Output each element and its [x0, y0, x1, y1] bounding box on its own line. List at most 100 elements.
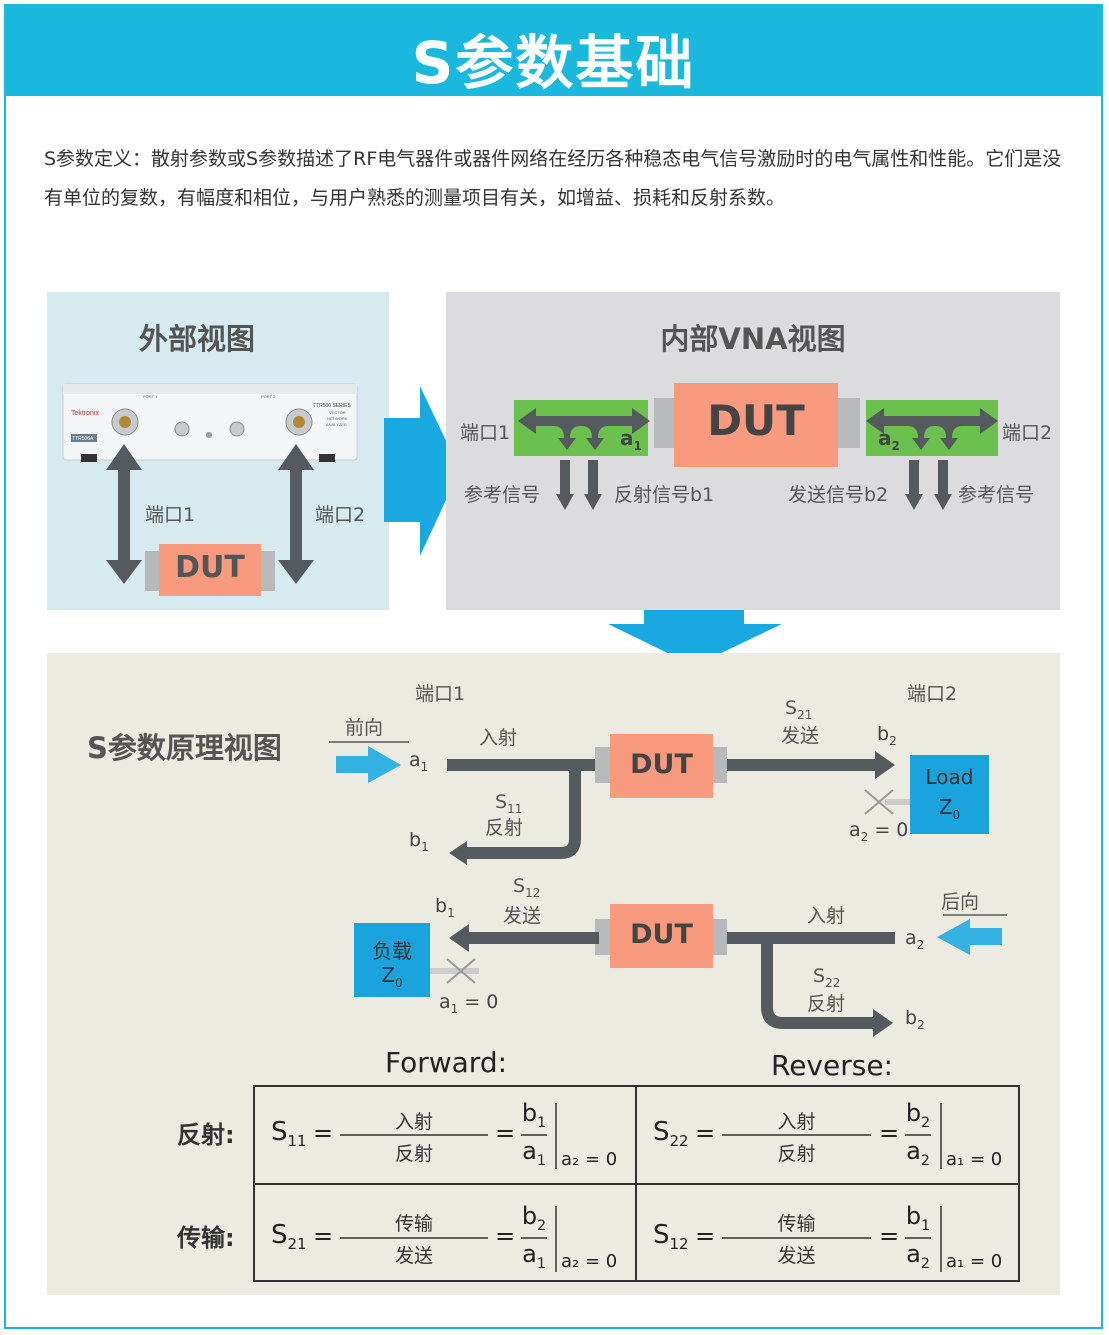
a1-zero-cross-2	[446, 958, 476, 984]
intro-paragraph: S参数定义：散射参数或S参数描述了RF电气器件或器件网络在经历各种稳态电气信号激…	[44, 148, 1062, 209]
top-a1-label: a1	[409, 749, 429, 774]
s21-eq-sign: =	[313, 1222, 334, 1250]
coupler-right-arrows	[866, 408, 998, 450]
vna-device-top	[63, 384, 357, 394]
bottom-b1-label: b1	[435, 895, 455, 920]
device-ref-connector-a	[174, 421, 190, 437]
title-bar: S参数基础	[4, 4, 1103, 97]
s12-transmit-label: 发送	[503, 905, 542, 927]
ref-signal-right-label: 参考信号	[958, 484, 1035, 506]
equation-fraction-bars	[340, 1103, 942, 1272]
s12-numerator: 传输	[777, 1213, 816, 1235]
s11-eq-sign-2: =	[495, 1119, 516, 1147]
s12-label: S12	[513, 875, 541, 900]
internal-dut-label: DUT	[707, 396, 805, 445]
s22-numerator: 入射	[777, 1111, 816, 1133]
device-ref-connector-b	[229, 421, 245, 437]
s21-symbol: S21	[271, 1220, 307, 1254]
ref-signal-left-label: 参考信号	[464, 484, 541, 506]
bottom-incident-label: 入射	[807, 905, 846, 927]
device-model-badge	[71, 434, 97, 442]
transmission-row-label: 传输:	[177, 1224, 235, 1252]
top-dut-label: DUT	[630, 749, 693, 780]
s22-symbol: S22	[653, 1117, 689, 1151]
s11-denominator: 反射	[394, 1143, 433, 1165]
s22-b2: b2	[905, 1099, 931, 1131]
device-series: TTR500 SERIES	[313, 403, 351, 409]
sparam-principle-panel: S参数原理视图 端口1 端口2 前向 a1 入射 DUT S21 发送 b2 L…	[47, 653, 1060, 1295]
page-title: S参数基础	[411, 29, 696, 97]
device-sub2: NETWORK	[327, 416, 348, 421]
s21-denominator: 发送	[394, 1245, 433, 1267]
s22-reflect-arrowhead	[873, 1009, 893, 1037]
s11-condition: a₂ = 0	[561, 1149, 618, 1170]
s12-condition: a₁ = 0	[946, 1251, 1003, 1272]
s12-eq-sign-2: =	[879, 1222, 900, 1250]
s22-a2: a2	[906, 1137, 930, 1169]
port1-double-arrow	[106, 444, 142, 584]
forward-heading: Forward:	[385, 1046, 508, 1079]
internal-vna-graphic	[514, 383, 998, 510]
reflection-row-label: 反射:	[177, 1121, 235, 1149]
s11-a1: a1	[522, 1137, 546, 1169]
device-port1-pin	[119, 416, 131, 428]
s11-symbol: S11	[271, 1117, 307, 1151]
s21-transmit-arrowhead	[875, 751, 895, 779]
a2-zero-cross-2	[864, 789, 894, 815]
internal-a2-label: a2	[878, 426, 900, 453]
dut-bottom-conn-right	[711, 919, 727, 955]
s22-condition: a₁ = 0	[946, 1149, 1003, 1170]
forward-incident-arrow	[336, 746, 401, 783]
forward-incident-line	[447, 759, 597, 771]
device-power-led	[206, 432, 212, 438]
s12-symbol: S12	[653, 1220, 689, 1254]
external-dut-label: DUT	[175, 550, 245, 585]
dut-top-conn-left	[595, 747, 611, 783]
reverse-heading: Reverse:	[771, 1049, 893, 1082]
s22-eq-sign-2: =	[879, 1119, 900, 1147]
reverse-incident-arrow	[937, 919, 1002, 955]
a2-zero-label: a2 = 0	[849, 819, 909, 844]
s21-transmit-label: 发送	[781, 725, 820, 747]
coupler-left-arrows	[518, 408, 650, 450]
s11-reflect-label: 反射	[485, 817, 524, 839]
s11-reflect-arrowhead	[449, 841, 467, 865]
s21-b2: b2	[521, 1202, 547, 1234]
s11-b1: b1	[521, 1099, 547, 1131]
internal-view-title: 内部VNA视图	[660, 322, 846, 356]
device-port2-pin	[293, 416, 305, 428]
dut-connector-left	[145, 551, 159, 591]
s21-a1: a1	[522, 1240, 546, 1272]
s22-reflect-path	[761, 938, 877, 1029]
bottom-b2-label: b2	[905, 1007, 925, 1032]
device-port2-label: PORT 2	[261, 394, 276, 399]
device-foot-left	[81, 454, 97, 462]
dut-top-box	[610, 734, 713, 798]
load-label: Load	[925, 765, 974, 789]
s12-transmit-arrowhead	[449, 924, 469, 952]
device-model: TTR506A	[72, 436, 94, 442]
s11-numerator: 入射	[394, 1111, 433, 1133]
transmit-b2-label: 发送信号b2	[788, 484, 889, 506]
internal-port1-label: 端口1	[460, 422, 511, 444]
top-b2-label: b2	[877, 723, 897, 748]
external-port1-label: 端口1	[145, 504, 196, 526]
bottom-dut-label: DUT	[630, 919, 693, 950]
bottom-a2-label: a2	[905, 927, 925, 952]
device-sub1: VECTOR	[329, 410, 346, 415]
dut-connector-right	[261, 551, 275, 591]
s22-eq-sign: =	[695, 1119, 716, 1147]
top-incident-label: 入射	[479, 727, 518, 749]
port2-double-arrow	[278, 444, 314, 584]
top-b1-label: b1	[409, 829, 429, 854]
load-cn-z0-label: Z0	[381, 963, 403, 990]
internal-vna-panel: 内部VNA视图 DUT 端口1 端口2 a1 a2 参考信	[446, 292, 1060, 610]
load-box	[910, 755, 989, 834]
s21-transmit-line	[727, 759, 879, 771]
s11-eq-sign: =	[313, 1119, 334, 1147]
s22-reflect-label: 反射	[807, 993, 846, 1015]
s12-eq-sign: =	[695, 1222, 716, 1250]
coupler-left	[514, 400, 648, 456]
sparam-principle-graphic	[253, 734, 1020, 1282]
dut-top-conn-right	[711, 747, 727, 783]
